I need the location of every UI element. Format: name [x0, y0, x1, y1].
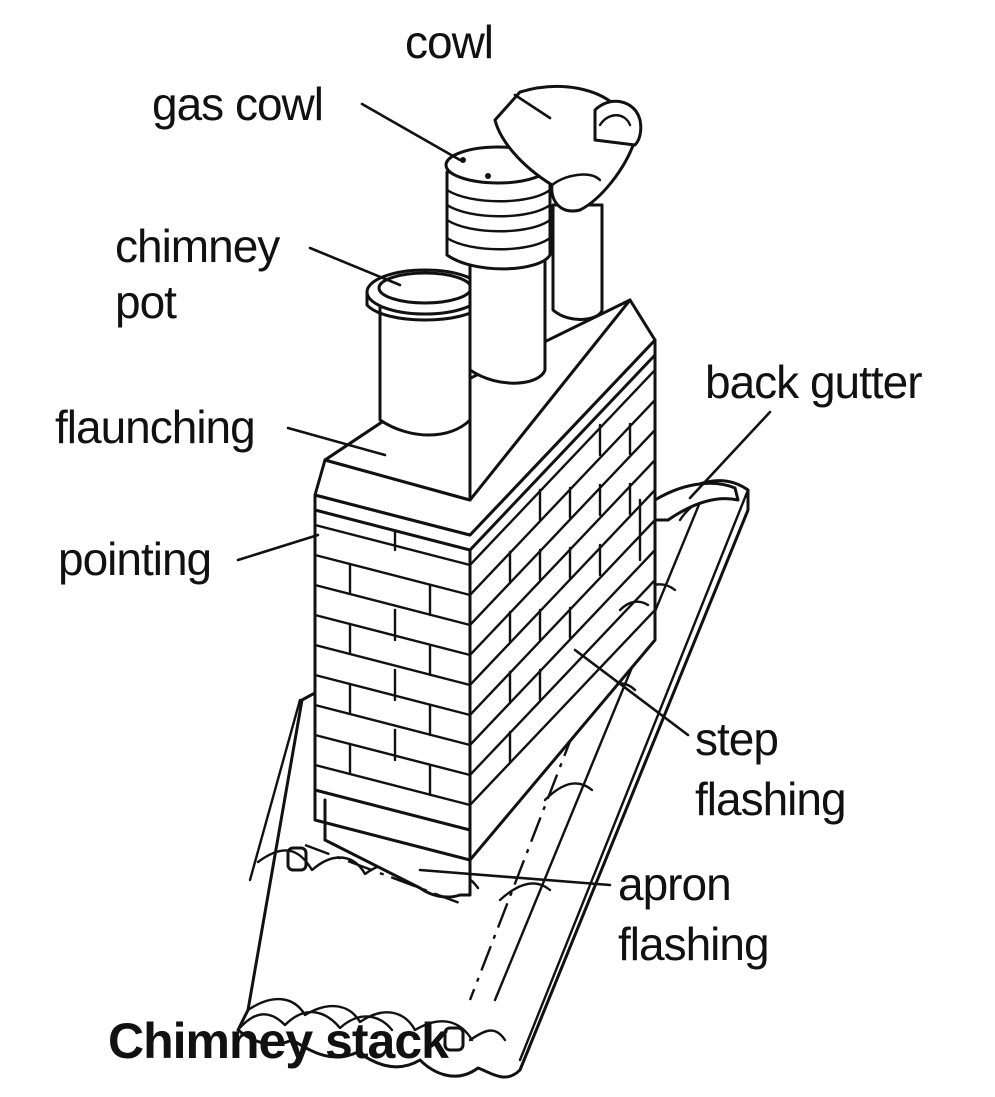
- label-gas-cowl: gas cowl: [152, 78, 323, 130]
- label-chimney-pot-line2: pot: [115, 276, 177, 328]
- chimney-stack-body: [313, 298, 657, 862]
- leader-lines: [236, 93, 772, 887]
- label-pointing: pointing: [58, 533, 211, 585]
- label-step-flashing-line2: flashing: [695, 773, 846, 825]
- back-gutter: [653, 481, 740, 522]
- label-cowl: cowl: [405, 16, 493, 68]
- label-apron-flashing-line2: flashing: [618, 918, 769, 970]
- chimney-pot: [365, 268, 485, 437]
- diagram-title: Chimney stack: [108, 1013, 449, 1069]
- label-chimney-pot-line1: chimney: [115, 220, 280, 272]
- label-step-flashing-line1: step: [695, 713, 778, 765]
- label-flaunching: flaunching: [55, 401, 255, 453]
- label-apron-flashing-line1: apron: [618, 858, 731, 910]
- cowl: [493, 85, 643, 321]
- gas-cowl: [444, 145, 552, 385]
- step-flashing: [618, 498, 650, 612]
- label-back-gutter: back gutter: [705, 356, 922, 408]
